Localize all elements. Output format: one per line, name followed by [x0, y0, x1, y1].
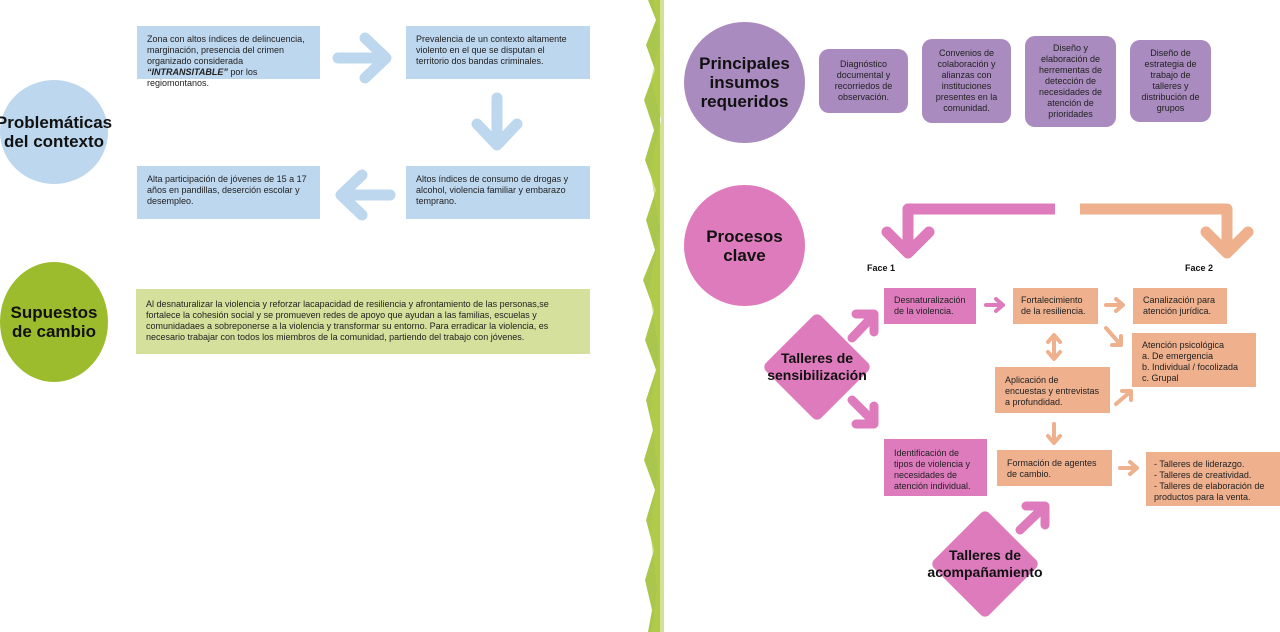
talleres-acompanamiento-label: Talleres de acompañamiento	[920, 546, 1050, 582]
formacion-text: Formación de agentes de cambio.	[1007, 458, 1097, 479]
problem-box-2-text: Prevalencia de un contexto altamente vio…	[416, 34, 567, 66]
talleres-list-box: - Talleres de liderazgo. - Talleres de c…	[1146, 452, 1280, 506]
problem-box-2: Prevalencia de un contexto altamente vio…	[406, 26, 590, 79]
arrow-down-blue	[471, 92, 523, 151]
problem-box-1-emphasis: “INTRANSITABLE”	[147, 67, 228, 77]
procesos-title: Procesos clave	[706, 226, 783, 265]
identificacion-box: Identificación de tipos de violencia y n…	[884, 439, 987, 496]
talleres-sensibilizacion-text: Talleres de sensibilización	[767, 350, 867, 383]
problematicas-title: Problemáticas del contexto	[0, 113, 113, 151]
canalizacion-text: Canalización para atención jurídica.	[1143, 295, 1216, 316]
arrow-fort-canal	[1104, 297, 1125, 313]
insumo-box-2: Convenios de colaboración y alianzas con…	[922, 39, 1011, 123]
desnaturalizacion-text: Desnaturalización de la violencia.	[894, 295, 966, 316]
insumo-4-text: Diseño de estrategia de trabajo de talle…	[1141, 48, 1200, 113]
problem-box-1: Zona con altos índices de delincuencia, …	[137, 26, 320, 88]
arrow-diamond-up	[847, 309, 879, 343]
talleres-list-item-2: - Talleres de creatividad.	[1154, 470, 1252, 480]
insumo-box-4: Diseño de estrategia de trabajo de talle…	[1130, 40, 1211, 122]
arrow-face1	[881, 203, 1055, 259]
circle-procesos: Procesos clave	[684, 185, 805, 306]
insumo-2-text: Convenios de colaboración y alianzas con…	[935, 48, 998, 113]
talleres-list-item-3: - Talleres de elaboración de productos p…	[1154, 481, 1265, 502]
formacion-box: Formación de agentes de cambio.	[997, 450, 1112, 486]
canalizacion-box: Canalización para atención jurídica.	[1133, 288, 1227, 324]
arrow-fort-atencion	[1104, 326, 1123, 347]
talleres-sensibilizacion-label: Talleres de sensibilización	[752, 349, 882, 385]
arrow-diamond-down	[847, 395, 879, 429]
face1-label: Face 1	[867, 263, 896, 273]
arrow-aplic-atencion	[1114, 389, 1133, 406]
insumo-3-text: Diseño y elaboración de herrementas de d…	[1038, 43, 1103, 119]
circle-insumos: Principales insumos requeridos	[684, 22, 805, 143]
atencion-line-1: Atención psicológica	[1142, 340, 1225, 350]
supuestos-text: Al desnaturalizar la violencia y reforza…	[146, 299, 549, 342]
arrow-left-blue	[335, 169, 396, 221]
arrow-acomp-up	[1015, 501, 1050, 535]
arrow-aplic-formacion	[1046, 422, 1062, 445]
problem-box-1-text-b: por los regiomontanos.	[147, 67, 258, 88]
problem-box-4: Alta participación de jóvenes de 15 a 17…	[137, 166, 320, 219]
problem-box-4-text: Alta participación de jóvenes de 15 a 17…	[147, 174, 307, 206]
atencion-box: Atención psicológica a. De emergencia b.…	[1132, 333, 1256, 387]
arrow-form-talleres	[1118, 460, 1139, 476]
atencion-line-3: b. Individual / focolizada	[1142, 362, 1239, 372]
talleres-list-item-1: - Talleres de liderazgo.	[1154, 459, 1245, 469]
arrow-face2	[1080, 203, 1254, 259]
arrow-right-blue	[332, 32, 392, 84]
talleres-acompanamiento-text: Talleres de acompañamiento	[927, 547, 1043, 580]
diamond-talleres-sensibilizacion	[764, 314, 870, 420]
arrow-desnat-fort	[984, 297, 1005, 313]
problem-box-3: Altos índices de consumo de drogas y alc…	[406, 166, 590, 219]
arrow-double-vertical	[1046, 333, 1062, 361]
problem-box-1-text-a: Zona con altos índices de delincuencia, …	[147, 34, 305, 66]
insumo-box-3: Diseño y elaboración de herrementas de d…	[1025, 36, 1116, 127]
identificacion-text: Identificación de tipos de violencia y n…	[894, 448, 971, 491]
insumos-title: Principales insumos requeridos	[699, 54, 790, 111]
insumo-1-text: Diagnóstico documental y recorriedos de …	[834, 59, 893, 102]
diamond-talleres-acompanamiento	[932, 511, 1038, 617]
supuestos-title: Supuestos de cambio	[10, 303, 98, 341]
aplicacion-box: Aplicación de encuestas y entrevistas a …	[995, 367, 1110, 413]
face2-label: Face 2	[1185, 263, 1214, 273]
fortalecimiento-box: Fortalecimiento de la resiliencia.	[1013, 288, 1098, 324]
aplicacion-text: Aplicación de encuestas y entrevistas a …	[1005, 375, 1100, 407]
problem-box-3-text: Altos índices de consumo de drogas y alc…	[416, 174, 569, 206]
insumo-box-1: Diagnóstico documental y recorriedos de …	[819, 49, 908, 113]
supuestos-box: Al desnaturalizar la violencia y reforza…	[136, 289, 590, 354]
atencion-line-4: c. Grupal	[1142, 373, 1179, 383]
circle-supuestos: Supuestos de cambio	[0, 262, 108, 382]
circle-problematicas: Problemáticas del contexto	[0, 80, 112, 184]
fortalecimiento-text: Fortalecimiento de la resiliencia.	[1021, 295, 1086, 316]
desnaturalizacion-box: Desnaturalización de la violencia.	[884, 288, 976, 324]
atencion-line-2: a. De emergencia	[1142, 351, 1214, 361]
